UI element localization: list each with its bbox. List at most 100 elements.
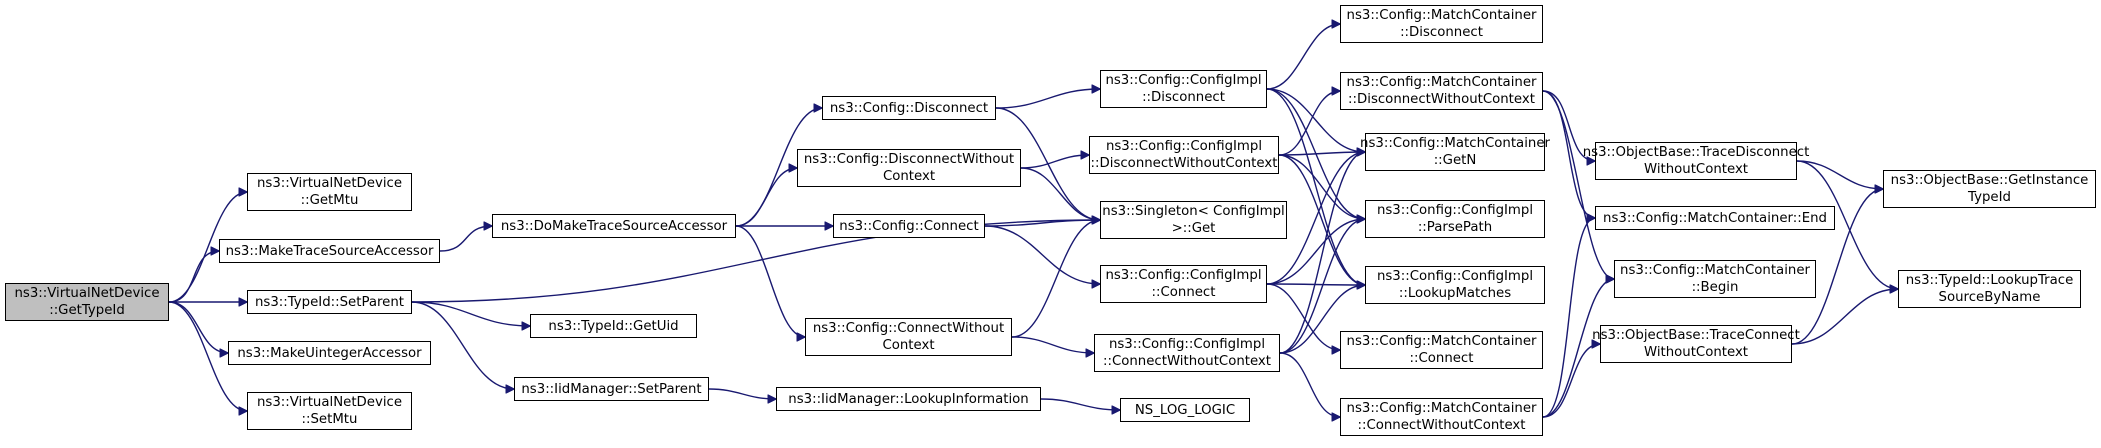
edge-configimpl_disconnectwithoutcontext-to-configimpl_parsepath [1278, 154, 1365, 219]
edge-configimpl_disconnect-to-matchcontainer_disconnect [1266, 24, 1340, 90]
node-matchcontainer-getn[interactable]: ns3::Config::MatchContainer ::GetN [1360, 133, 1550, 171]
edge-virtualnetdevice_gettypeid-to-virtualnetdevice_getmtu [168, 192, 247, 303]
edge-config_connect-to-singleton_get [984, 220, 1100, 227]
edge-typeid_setparent-to-iidmanager_setparent [411, 301, 514, 389]
node-virtualnetdevice-setmtu[interactable]: ns3::VirtualNetDevice ::SetMtu [247, 392, 412, 430]
node-label-line-2: ::Disconnect [1400, 25, 1483, 40]
node-config-connect[interactable]: ns3::Config::Connect [833, 214, 985, 238]
node-ns-log-logic[interactable]: NS_LOG_LOGIC [1120, 398, 1250, 422]
node-typeid-getuid[interactable]: ns3::TypeId::GetUid [530, 314, 697, 338]
node-label-line-2: ::ParsePath [1417, 220, 1493, 235]
node-label-line-1: ns3::Config::MatchContainer::End [1603, 210, 1827, 226]
edge-configimpl_connectwithoutcontext-to-matchcontainer_connectwithoutcontext [1279, 352, 1340, 417]
node-label-line-1: ns3::Config::MatchContainer [1620, 263, 1810, 278]
node-virtualnetdevice-gettypeid: ns3::VirtualNetDevice ::GetTypeId [5, 283, 169, 321]
edge-config_connectwithoutcontext-to-singleton_get [1011, 220, 1100, 338]
edge-iidmanager_setparent-to-iidmanager_lookupinformation [708, 388, 776, 399]
node-label-line-1: ns3::TypeId::SetParent [254, 294, 405, 310]
edge-domaketracesourceaccessor-to-config_connectwithoutcontext [735, 225, 805, 337]
node-label-line-1: NS_LOG_LOGIC [1134, 402, 1236, 418]
node-label-line-1: ns3::MakeUintegerAccessor [237, 345, 422, 361]
node-label-line-2: ::DisconnectWithoutContext [1348, 92, 1535, 107]
edge-configimpl_connectwithoutcontext-to-configimpl_lookupmatches [1279, 285, 1365, 354]
node-objectbase-tracedisconnectwithoutcontext[interactable]: ns3::ObjectBase::TraceDisconnect Without… [1583, 142, 1809, 180]
node-label-line-2: ::LookupMatches [1398, 286, 1512, 301]
node-label-line-2: ::DisconnectWithoutContext [1090, 156, 1278, 171]
node-iidmanager-setparent[interactable]: ns3::IidManager::SetParent [514, 377, 709, 401]
edge-virtualnetdevice_gettypeid-to-maketracesourceaccessor [168, 251, 219, 303]
node-makeuintegeraccessor[interactable]: ns3::MakeUintegerAccessor [228, 341, 431, 365]
node-domaketracesourceaccessor[interactable]: ns3::DoMakeTraceSourceAccessor [492, 214, 736, 238]
edge-objectbase_tracedisconnectwithoutcontext-to-objectbase_getinstancetypeid [1796, 160, 1883, 189]
node-label-line-2: ::Begin [1691, 280, 1739, 295]
node-configimpl-parsepath[interactable]: ns3::Config::ConfigImpl ::ParsePath [1365, 200, 1545, 238]
edge-configimpl_disconnect-to-matchcontainer_getn [1266, 88, 1365, 152]
node-iidmanager-lookupinformation[interactable]: ns3::IidManager::LookupInformation [776, 387, 1041, 411]
node-config-disconnectwithoutcontext[interactable]: ns3::Config::DisconnectWithout Context [797, 149, 1021, 187]
node-configimpl-connect[interactable]: ns3::Config::ConfigImpl ::Connect [1100, 265, 1267, 303]
node-config-disconnect[interactable]: ns3::Config::Disconnect [822, 96, 996, 120]
edge-configimpl_disconnectwithoutcontext-to-matchcontainer_disconnectwithoutcontext [1278, 91, 1340, 156]
node-virtualnetdevice-getmtu[interactable]: ns3::VirtualNetDevice ::GetMtu [247, 173, 412, 211]
node-matchcontainer-connectwithoutcontext[interactable]: ns3::Config::MatchContainer ::ConnectWit… [1340, 398, 1543, 436]
edge-matchcontainer_connectwithoutcontext-to-matchcontainer_end [1542, 218, 1595, 418]
node-label-line-1: ns3::Config::MatchContainer [1346, 75, 1537, 90]
node-typeid-lookuptracesourcebyname[interactable]: ns3::TypeId::LookupTrace SourceByName [1898, 270, 2081, 308]
node-configimpl-disconnectwithoutcontext[interactable]: ns3::Config::ConfigImpl ::DisconnectWith… [1089, 136, 1279, 174]
node-configimpl-lookupmatches[interactable]: ns3::Config::ConfigImpl ::LookupMatches [1365, 266, 1545, 304]
node-label-line-2: ::Connect [1409, 351, 1474, 366]
node-objectbase-getinstancetypeid[interactable]: ns3::ObjectBase::GetInstance TypeId [1883, 170, 2096, 208]
node-maketracesourceaccessor[interactable]: ns3::MakeTraceSourceAccessor [219, 239, 440, 263]
node-matchcontainer-disconnect[interactable]: ns3::Config::MatchContainer ::Disconnect [1340, 5, 1543, 43]
edge-config_disconnectwithoutcontext-to-configimpl_disconnectwithoutcontext [1020, 155, 1089, 169]
node-label-line-2: ::SetMtu [301, 412, 358, 427]
edge-matchcontainer_connectwithoutcontext-to-objectbase_traceconnectwithoutcontext [1542, 344, 1600, 418]
node-label-line-2: ::Connect [1151, 285, 1216, 300]
node-label-line-1: ns3::ObjectBase::GetInstance [1890, 173, 2089, 188]
node-singleton-get[interactable]: ns3::Singleton< ConfigImpl >::Get [1100, 201, 1287, 239]
edge-configimpl_connect-to-matchcontainer_connect [1266, 283, 1340, 350]
node-matchcontainer-begin[interactable]: ns3::Config::MatchContainer ::Begin [1614, 260, 1816, 298]
node-label-line-1: ns3::VirtualNetDevice [256, 176, 403, 191]
node-matchcontainer-disconnectwithoutcontext[interactable]: ns3::Config::MatchContainer ::Disconnect… [1340, 72, 1543, 110]
node-label-line-1: ns3::Config::DisconnectWithout [803, 152, 1015, 167]
node-label-line-1: ns3::Singleton< ConfigImpl [1102, 204, 1285, 219]
node-label-line-2: Context [882, 169, 936, 184]
edge-config_disconnect-to-configimpl_disconnect [995, 89, 1100, 109]
node-label-line-1: ns3::VirtualNetDevice [14, 286, 160, 301]
node-typeid-setparent[interactable]: ns3::TypeId::SetParent [247, 290, 412, 314]
node-label-line-1: ns3::Config::Disconnect [829, 100, 989, 116]
node-label-line-1: ns3::Config::ConfigImpl [1108, 337, 1266, 352]
node-label-line-2: Context [882, 338, 935, 353]
node-label-line-2: SourceByName [1938, 290, 2041, 305]
node-label-line-1: ns3::TypeId::LookupTrace [1905, 273, 2074, 288]
edge-matchcontainer_connectwithoutcontext-to-matchcontainer_begin [1542, 279, 1614, 418]
node-label-line-1: ns3::Config::Connect [839, 218, 979, 234]
node-label-line-1: ns3::Config::ConfigImpl [1105, 268, 1262, 283]
node-label-line-1: ns3::IidManager::LookupInformation [788, 391, 1029, 407]
edge-configimpl_connect-to-configimpl_lookupmatches [1266, 284, 1365, 285]
edge-config_connectwithoutcontext-to-configimpl_connectwithoutcontext [1011, 336, 1094, 353]
node-label-line-1: ns3::Config::MatchContainer [1346, 401, 1537, 416]
edge-configimpl_connect-to-matchcontainer_getn [1266, 152, 1365, 285]
node-label-line-1: ns3::Config::MatchContainer [1360, 136, 1550, 151]
node-config-connectwithoutcontext[interactable]: ns3::Config::ConnectWithout Context [805, 318, 1012, 356]
edge-matchcontainer_disconnectwithoutcontext-to-matchcontainer_begin [1542, 90, 1614, 279]
edge-config_connect-to-configimpl_connect [984, 225, 1100, 284]
node-matchcontainer-connect[interactable]: ns3::Config::MatchContainer ::Connect [1340, 331, 1543, 369]
node-label-line-1: ns3::Config::ConnectWithout [812, 321, 1005, 336]
node-label-line-2: >::Get [1171, 221, 1216, 236]
node-configimpl-disconnect[interactable]: ns3::Config::ConfigImpl ::Disconnect [1100, 70, 1267, 108]
node-label-line-1: ns3::TypeId::GetUid [548, 318, 679, 334]
edge-matchcontainer_disconnectwithoutcontext-to-objectbase_tracedisconnectwithoutcontext [1542, 90, 1595, 161]
node-label-line-1: ns3::Config::ConfigImpl [1105, 139, 1263, 154]
node-label-line-2: TypeId [1968, 190, 2011, 205]
edge-virtualnetdevice_gettypeid-to-makeuintegeraccessor [168, 301, 228, 353]
node-label-line-1: ns3::ObjectBase::TraceDisconnect [1582, 145, 1810, 160]
node-label-line-1: ns3::Config::ConfigImpl [1376, 203, 1534, 218]
node-matchcontainer-end[interactable]: ns3::Config::MatchContainer::End [1595, 206, 1835, 230]
node-objectbase-traceconnectwithoutcontext[interactable]: ns3::ObjectBase::TraceConnect WithoutCon… [1592, 325, 1800, 363]
node-label-line-2: WithoutContext [1643, 162, 1749, 177]
edge-objectbase_traceconnectwithoutcontext-to-objectbase_getinstancetypeid [1791, 189, 1883, 345]
node-configimpl-connectwithoutcontext[interactable]: ns3::Config::ConfigImpl ::ConnectWithout… [1094, 334, 1280, 372]
